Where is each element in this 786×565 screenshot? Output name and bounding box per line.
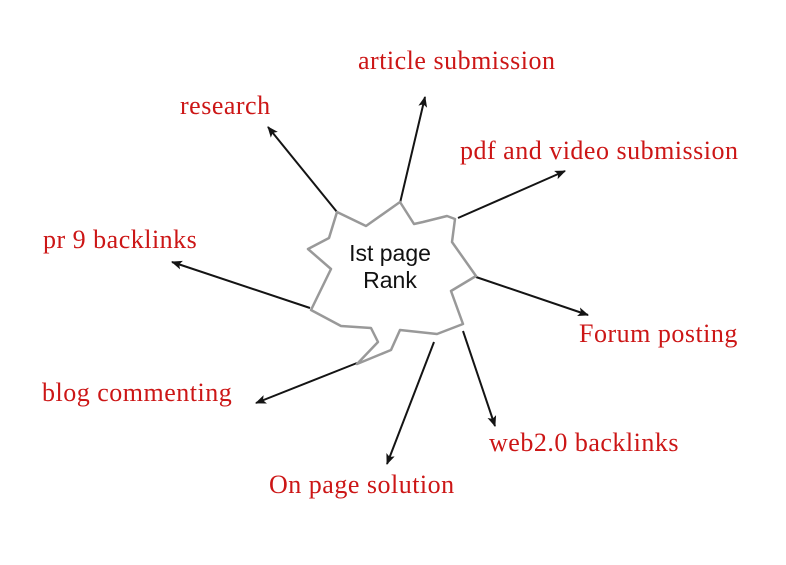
center-node-line1: Ist page (349, 240, 431, 266)
node-label-pr9-backlinks: pr 9 backlinks (43, 225, 198, 254)
center-node-line2: Rank (363, 267, 417, 293)
starburst-shape (306, 200, 478, 366)
node-label-on-page-solution: On page solution (269, 470, 455, 499)
center-node-label: Ist page Rank (308, 240, 472, 294)
arrow-web20-backlinks (462, 330, 497, 427)
node-label-pdf-video-submission: pdf and video submission (460, 136, 739, 165)
node-label-research: research (180, 91, 271, 120)
arrow-pr9-backlinks (171, 260, 311, 309)
arrow-pdf-video-submission (457, 170, 566, 219)
arrow-on-page-solution (386, 341, 435, 465)
arrow-blog-commenting (255, 362, 358, 404)
arrow-forum-posting (475, 276, 589, 317)
node-label-blog-commenting: blog commenting (42, 378, 233, 407)
node-label-forum-posting: Forum posting (579, 319, 738, 348)
node-label-article-submission: article submission (358, 46, 556, 75)
node-label-web20-backlinks: web2.0 backlinks (489, 428, 679, 457)
arrow-article-submission (399, 96, 428, 204)
arrow-research (267, 126, 338, 213)
